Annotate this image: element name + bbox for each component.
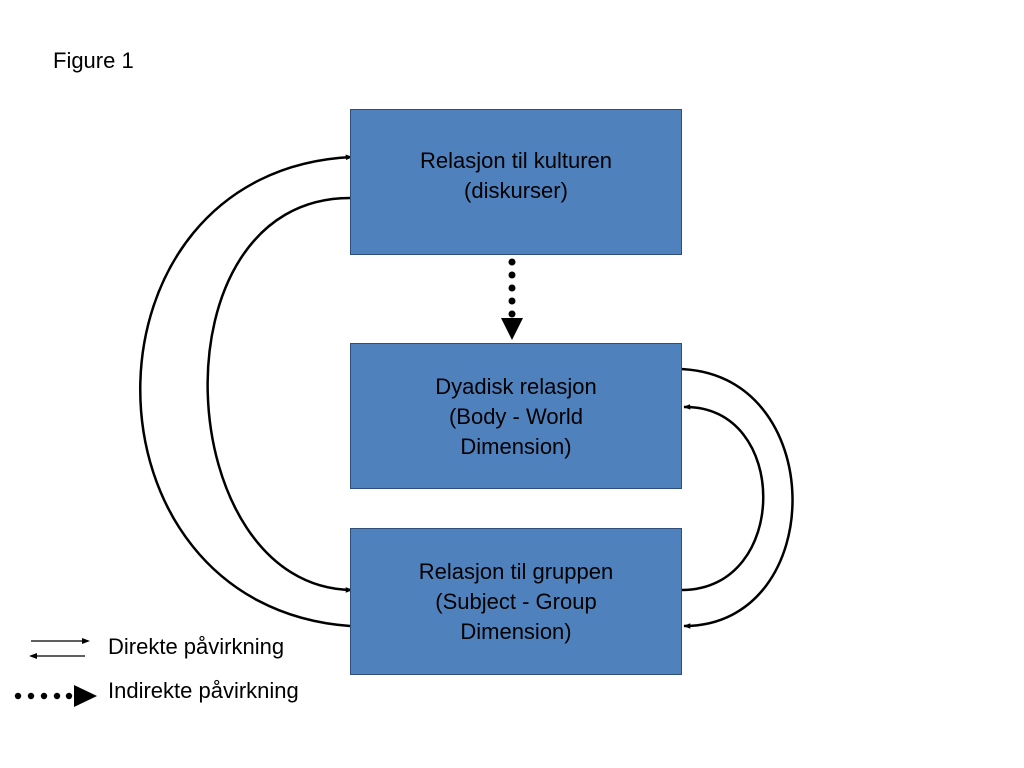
culture-relation-box: Relasjon til kulturen (diskurser)	[350, 109, 682, 255]
arc-group-to-dyadic	[681, 404, 765, 592]
group-box-line3: Dimension)	[460, 619, 572, 644]
legend-indirect-label: Indirekte påvirkning	[108, 678, 299, 703]
group-box-line2: (Subject - Group	[435, 589, 597, 614]
dotted-arrow-icon	[14, 685, 97, 707]
arc-dyadic-to-group	[675, 367, 794, 629]
figure-title: Figure 1	[53, 48, 134, 73]
culture-box-line1: Relasjon til kulturen	[420, 148, 612, 173]
dyadic-box-line3: Dimension)	[460, 434, 572, 459]
dyadic-box-line1: Dyadisk relasjon	[435, 374, 597, 399]
indirect-arrow-culture-to-dyadic	[501, 258, 523, 340]
arc-culture-to-group	[206, 196, 353, 593]
culture-box-line2: (diskurser)	[464, 178, 568, 203]
legend-direct-label: Direkte påvirkning	[108, 634, 285, 659]
group-relation-box: Relasjon til gruppen (Subject - Group Di…	[350, 528, 682, 675]
dyadic-box-line2: (Body - World	[448, 404, 584, 429]
group-box-line1: Relasjon til gruppen	[418, 559, 614, 584]
double-arrow-icon	[29, 638, 90, 659]
arc-group-to-culture	[139, 154, 353, 628]
dyadic-relation-box: Dyadisk relasjon (Body - World Dimension…	[350, 343, 682, 489]
